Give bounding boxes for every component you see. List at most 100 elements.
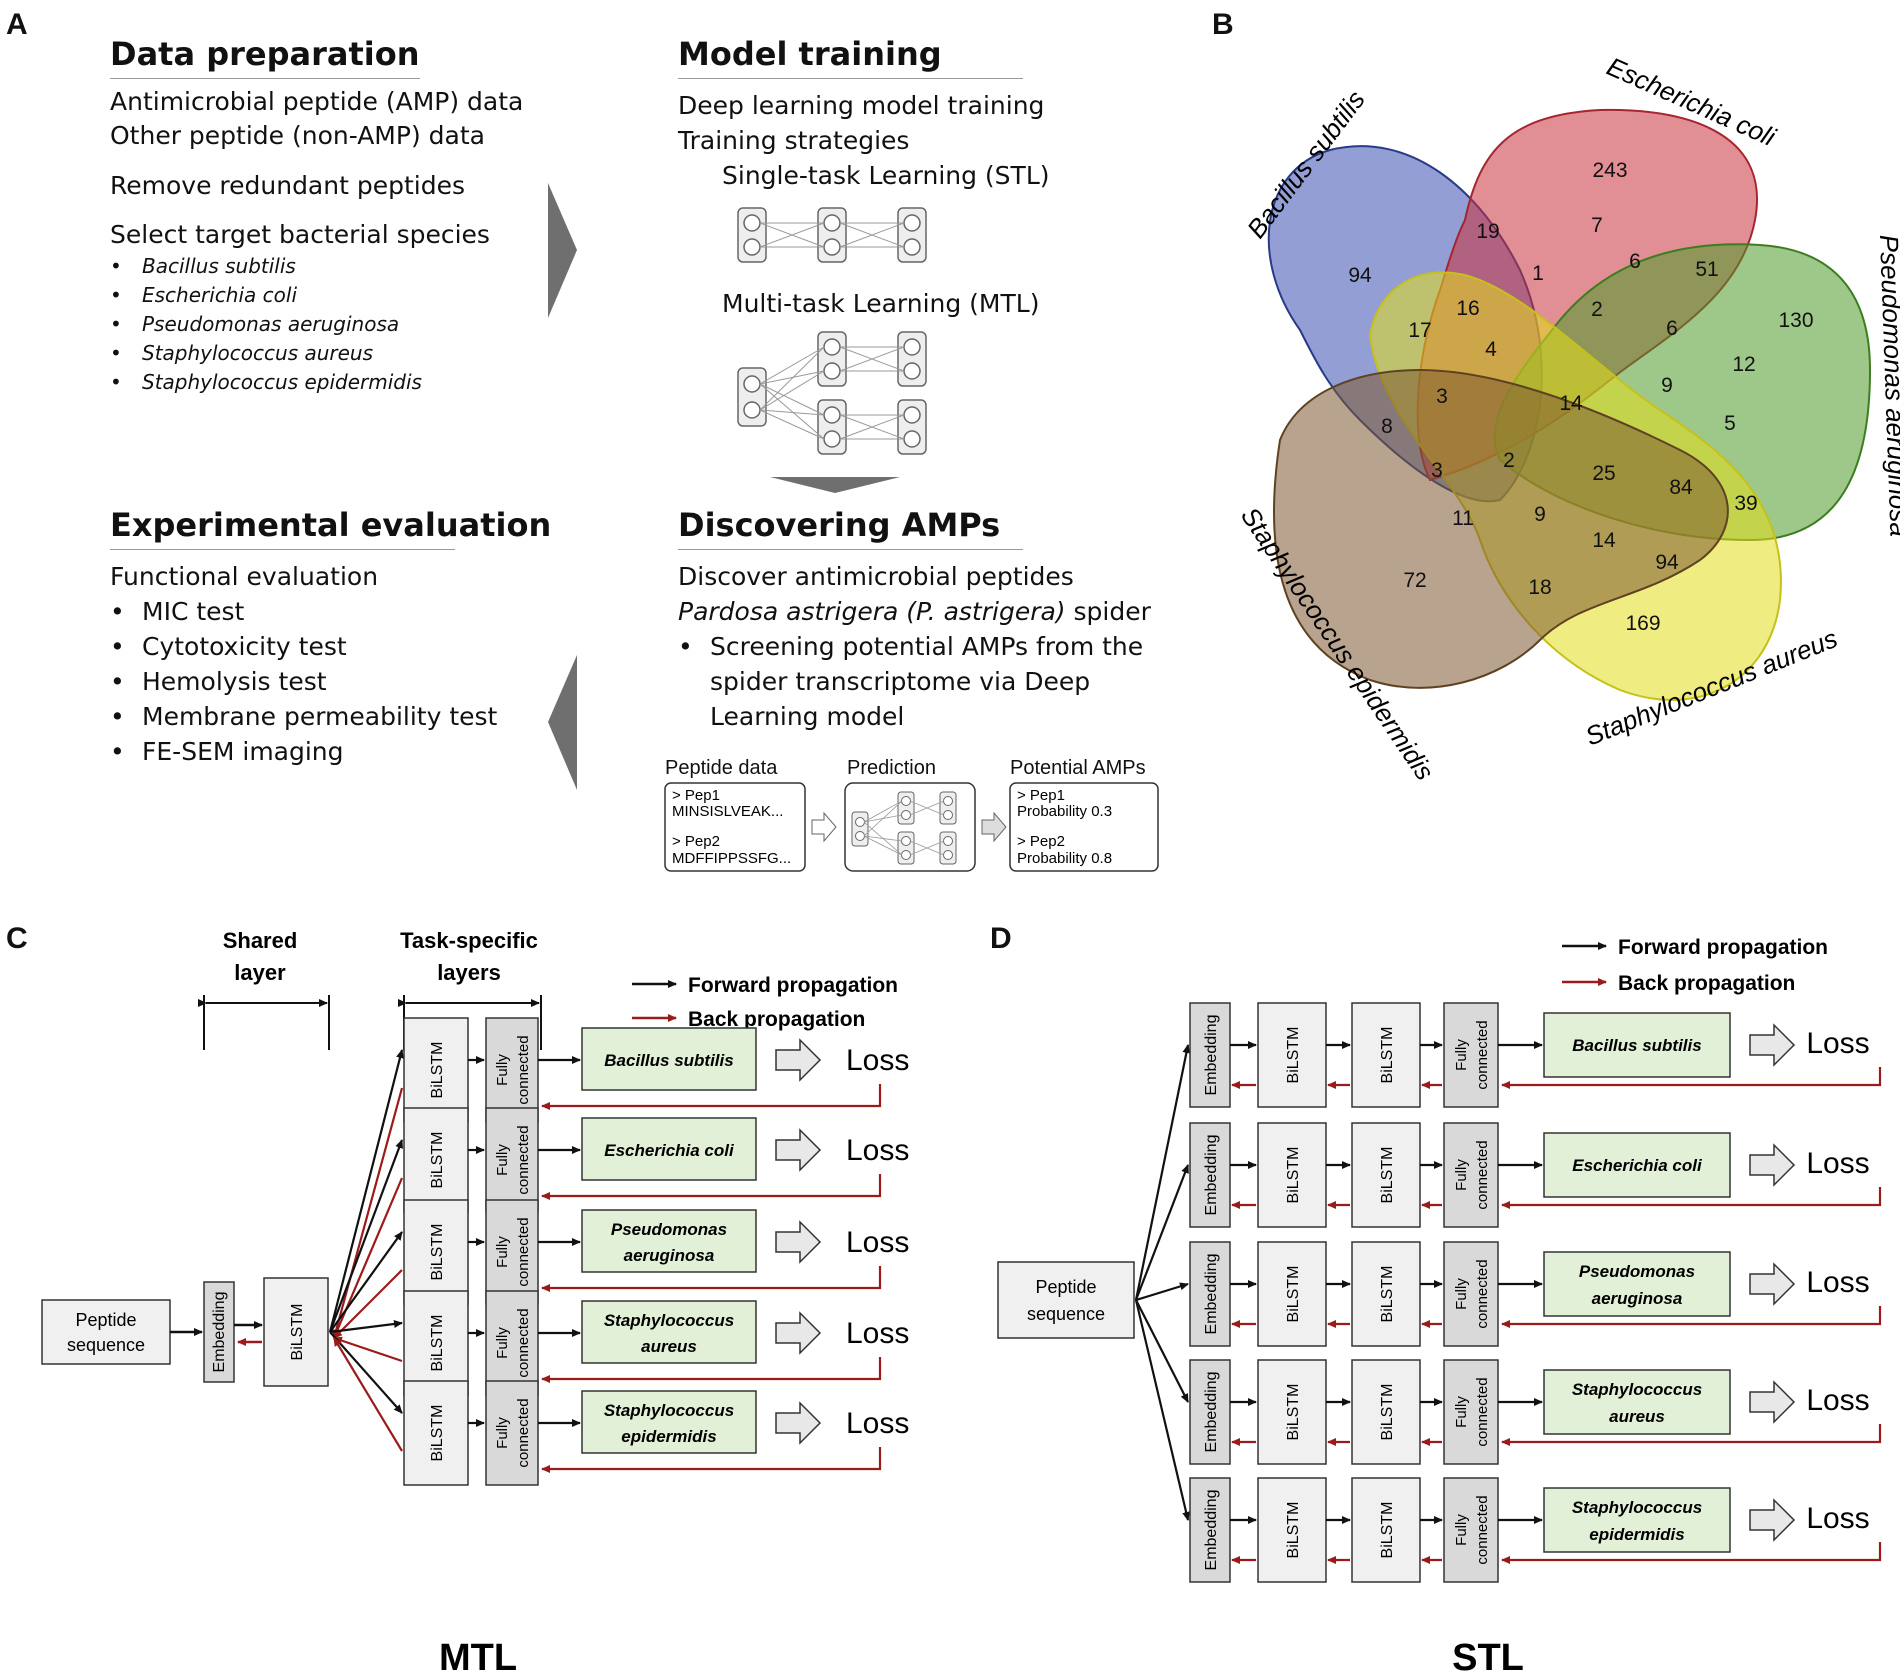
embedding-label: Embedding	[1203, 1254, 1220, 1335]
task-species-box	[1543, 1132, 1731, 1198]
pep-line: MINSISLVEAK...	[672, 803, 783, 820]
venn-count: 94	[1348, 264, 1372, 287]
remove-redundant-text: Remove redundant peptides	[110, 171, 465, 200]
model-training-rule	[678, 78, 1023, 79]
bilstm-box	[1257, 1477, 1327, 1583]
amp-line: Probability 0.3	[1017, 803, 1112, 820]
embedding-label: Embedding	[1203, 1372, 1220, 1453]
venn-count: 25	[1592, 462, 1615, 485]
flow-arrow-2	[981, 811, 1007, 843]
task-species-box	[1543, 1012, 1731, 1078]
venn-count: 130	[1778, 309, 1813, 332]
forward-fan-arrow	[1135, 1282, 1189, 1302]
panel-a-graphics: Peptide data Prediction Potential AMPs >…	[548, 183, 1159, 872]
task-species-label: Bacillus subtilis	[1572, 1036, 1701, 1055]
venn-count: 19	[1476, 220, 1499, 243]
loss-label: Loss	[846, 1317, 909, 1350]
evaluation-item: Hemolysis test	[110, 664, 497, 699]
bilstm-box	[1351, 1122, 1421, 1228]
back-propagation-path	[541, 1357, 882, 1383]
task-bilstm-label: BiLSTM	[429, 1315, 446, 1372]
forward-fan-arrow	[328, 1139, 404, 1333]
embedding-box	[203, 1281, 235, 1383]
back-propagation-path	[1501, 1424, 1882, 1446]
peptide-sequence-box	[41, 1299, 171, 1365]
task-species-label: epidermidis	[621, 1427, 716, 1446]
pep-line: > Pep2	[672, 833, 720, 850]
peptide-sequence-box	[997, 1261, 1135, 1339]
bilstm-label: BiLSTM	[1285, 1027, 1302, 1084]
species-item: Escherichia coli	[110, 281, 422, 310]
loss-arrow-icon	[775, 1038, 822, 1082]
legend-forward-text: Forward propagation	[1618, 936, 1828, 959]
arrow-right-triangle	[548, 183, 577, 318]
flow-peptide-label: Peptide data	[665, 757, 778, 779]
task-species-label: aureus	[641, 1337, 697, 1356]
venn-count: 11	[1452, 507, 1474, 530]
back-fan-arrow	[332, 1087, 404, 1339]
peptide-sequence-label: Peptide	[1035, 1277, 1096, 1297]
evaluation-item: Membrane permeability test	[110, 699, 497, 734]
bilstm-box	[1351, 1002, 1421, 1108]
task-species-label: Staphylococcus	[604, 1401, 734, 1420]
arrow-down-triangle	[770, 477, 900, 493]
loss-label: Loss	[846, 1226, 909, 1259]
venn-count: 16	[1456, 297, 1479, 320]
task-bilstm-box	[403, 1290, 469, 1396]
stl-label: Single-task Learning (STL)	[722, 161, 1050, 190]
shared-layer-label: Shared	[223, 928, 298, 953]
legend-back-text: Back propagation	[1618, 972, 1795, 995]
embedding-label: Embedding	[211, 1292, 228, 1373]
forward-fan-arrow	[329, 1331, 403, 1414]
venn-count: 9	[1534, 503, 1546, 526]
fully-connected-label: connected	[515, 1217, 532, 1286]
embedding-label: Embedding	[1203, 1490, 1220, 1571]
legend-forward-text: Forward propagation	[688, 974, 898, 997]
select-species-text: Select target bacterial species	[110, 220, 490, 249]
task-bilstm-label: BiLSTM	[429, 1405, 446, 1462]
venn-count: 8	[1381, 415, 1393, 438]
forward-fan-arrow	[329, 1320, 403, 1334]
fully-connected-label: connected	[1474, 1259, 1491, 1328]
task-bilstm-box	[403, 1199, 469, 1305]
task-bilstm-box	[403, 1380, 469, 1486]
task-species-label: aureus	[1609, 1407, 1665, 1426]
venn-count: 5	[1724, 412, 1736, 435]
fully-connected-box	[1443, 1122, 1499, 1228]
data-preparation-title: Data preparation	[110, 35, 420, 73]
pep-line: > Pep1	[672, 787, 720, 804]
loss-label: Loss	[1806, 1027, 1869, 1060]
venn-count: 39	[1734, 492, 1757, 515]
loss-label: Loss	[1806, 1266, 1869, 1299]
loss-label: Loss	[1806, 1384, 1869, 1417]
discover-line-1: Discover antimicrobial peptides	[678, 562, 1074, 591]
fully-connected-label: connected	[1474, 1140, 1491, 1209]
task-bilstm-box	[403, 1107, 469, 1213]
forward-fan-arrow	[1134, 1164, 1190, 1301]
stl-network-icon	[737, 207, 927, 263]
task-species-box	[581, 1390, 757, 1454]
task-species-label: aeruginosa	[1592, 1289, 1683, 1308]
fully-connected-label: Fully	[1453, 1396, 1470, 1428]
back-fan-arrow	[333, 1336, 403, 1363]
back-propagation-path	[541, 1174, 882, 1200]
task-species-box	[581, 1117, 757, 1181]
fully-connected-box	[1443, 1359, 1499, 1465]
loss-arrow-icon	[775, 1311, 822, 1355]
evaluation-list: MIC test Cytotoxicity test Hemolysis tes…	[110, 594, 497, 769]
mtl-network-icon	[737, 331, 927, 455]
loss-label: Loss	[1806, 1502, 1869, 1535]
venn-count: 7	[1591, 214, 1603, 237]
venn-count: 72	[1403, 569, 1426, 592]
loss-label: Loss	[846, 1044, 909, 1077]
venn-count: 6	[1666, 317, 1678, 340]
fully-connected-label: Fully	[494, 1236, 511, 1268]
data-prep-line-1: Antimicrobial peptide (AMP) data	[110, 87, 524, 116]
task-species-label: Bacillus subtilis	[604, 1051, 733, 1070]
mtl-caption: MTL	[439, 1637, 517, 1679]
task-species-box	[1543, 1369, 1731, 1435]
task-species-label: Staphylococcus	[604, 1311, 734, 1330]
flow-potential-label: Potential AMPs	[1010, 757, 1146, 779]
discovering-amps-rule	[678, 549, 1023, 550]
fully-connected-label: connected	[515, 1125, 532, 1194]
